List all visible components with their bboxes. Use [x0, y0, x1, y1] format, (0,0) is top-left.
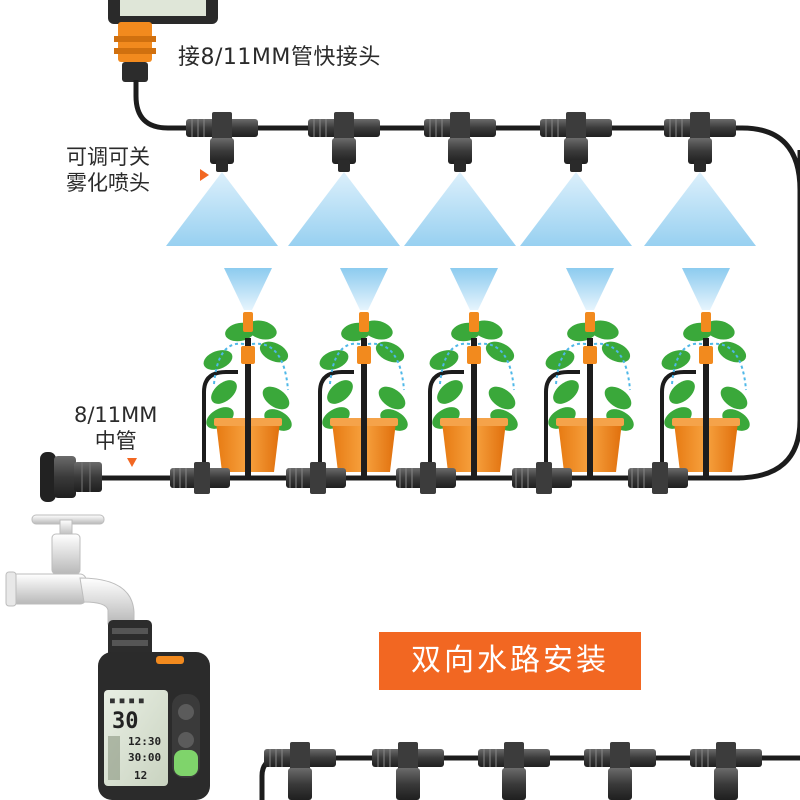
- tee-connector-icon: [628, 462, 688, 494]
- timer-ok-button[interactable]: [174, 750, 198, 776]
- tee-connector-icon: [286, 462, 346, 494]
- tee-connector-icon: [186, 112, 258, 172]
- timer-small-value: 12: [134, 769, 147, 782]
- tee-connector-icon: [584, 742, 656, 800]
- nozzle-spray-row: [224, 268, 730, 310]
- mist-nozzle-label-line1: 可调可关: [66, 145, 150, 169]
- mist-row: [166, 172, 756, 246]
- tee-connector-icon: [170, 462, 230, 494]
- mist-nozzle-icon: [701, 312, 711, 332]
- mid-pipe-label-line1: 8/11MM: [74, 403, 158, 427]
- pointer-mist: [200, 169, 209, 181]
- plant-row: [202, 312, 750, 478]
- mist-nozzle-icon: [585, 312, 595, 332]
- tee-connector-icon: [540, 112, 612, 172]
- water-timer-icon: ■ ■ ■ ■ 30 12:30 30:00 12: [98, 620, 210, 800]
- tee-connector-icon: [308, 112, 380, 172]
- tee-connector-icon: [264, 742, 336, 800]
- potted-plant-icon: [660, 312, 750, 478]
- tee-connector-icon: [478, 742, 550, 800]
- mid-pipe-label: 8/11MM 中管: [74, 402, 157, 454]
- timer-time-b: 30:00: [128, 751, 161, 764]
- potted-plant-icon: [544, 312, 634, 478]
- mist-nozzle-icon: [243, 312, 253, 332]
- tee-connector-icon: [512, 462, 572, 494]
- potted-plant-icon: [318, 312, 408, 478]
- mist-nozzle-spray-icon: [224, 268, 272, 310]
- mist-nozzle-spray-icon: [450, 268, 498, 310]
- mist-spray-icon: [404, 172, 516, 246]
- mist-nozzle-spray-icon: [340, 268, 388, 310]
- mist-spray-icon: [166, 172, 278, 246]
- mist-nozzle-spray-icon: [566, 268, 614, 310]
- install-banner: 双向水路安装: [379, 632, 641, 690]
- timer-time-a: 12:30: [128, 735, 161, 748]
- tee-connector-icon: [690, 742, 762, 800]
- tee-connector-icon: [396, 462, 456, 494]
- tee-connector-icon: [664, 112, 736, 172]
- top-tee-row: [186, 112, 736, 172]
- timer-main-value: 30: [112, 709, 139, 734]
- mist-nozzle-icon: [469, 312, 479, 332]
- potted-plant-icon: [428, 312, 518, 478]
- tee-connector-icon: [372, 742, 444, 800]
- mist-nozzle-spray-icon: [682, 268, 730, 310]
- bottom-tee-row: [264, 742, 762, 800]
- tee-connector-icon: [424, 112, 496, 172]
- mist-spray-icon: [520, 172, 632, 246]
- end-plug-icon: [40, 452, 102, 502]
- mist-nozzle-label-line2: 雾化喷头: [66, 171, 150, 195]
- potted-plant-icon: [202, 312, 292, 478]
- main-pipe-top: [133, 80, 800, 191]
- svg-text:■ ■ ■ ■: ■ ■ ■ ■: [110, 696, 144, 705]
- mist-spray-icon: [288, 172, 400, 246]
- mid-pipe-label-line2: 中管: [94, 429, 137, 453]
- mist-nozzle-label: 可调可关 雾化喷头: [66, 144, 150, 196]
- mist-nozzle-icon: [359, 312, 369, 332]
- mid-tee-row: [170, 462, 688, 494]
- quick-connector-label: 接8/11MM管快接头: [178, 45, 381, 70]
- pointer-mid: [127, 458, 137, 467]
- mist-spray-icon: [644, 172, 756, 246]
- water-timer-top: [108, 0, 218, 82]
- faucet-icon: [5, 514, 135, 625]
